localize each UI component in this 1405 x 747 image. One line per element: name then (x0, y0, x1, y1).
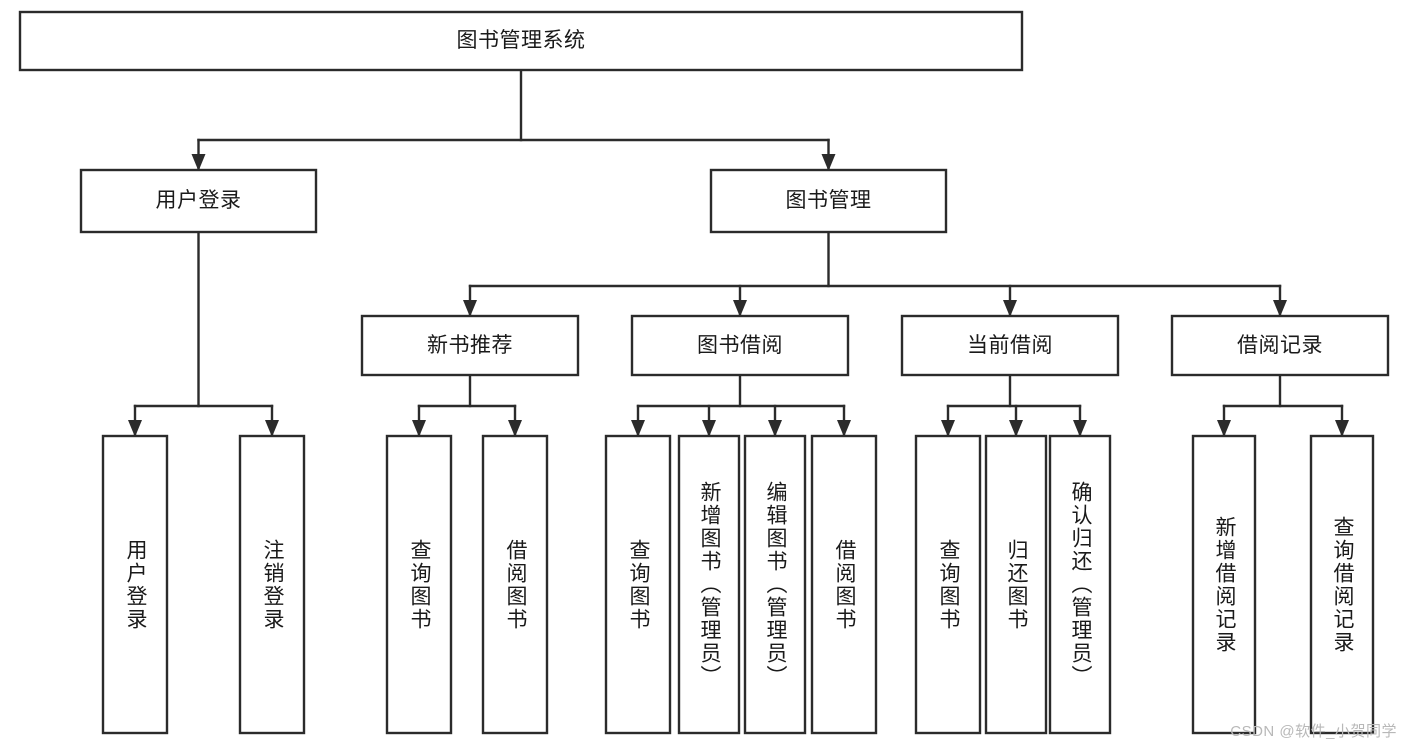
arrow-leaf-query-book-2 (631, 420, 645, 437)
node-box-book-borrow[interactable] (630, 314, 850, 377)
node-box-borrow-record[interactable] (1170, 314, 1390, 377)
node-box-leaf-borrow-book-2[interactable] (810, 434, 878, 735)
boxes-layer (18, 10, 1390, 735)
arrow-leaf-add-record (1217, 420, 1231, 437)
arrow-leaf-edit-book (768, 420, 782, 437)
arrow-new-book-rec (463, 300, 477, 317)
arrow-book-manage (821, 154, 836, 171)
watermark: CSDN @软件_小贺同学 (1230, 723, 1397, 740)
node-box-leaf-logout[interactable] (238, 434, 306, 735)
node-box-current-borrow[interactable] (900, 314, 1120, 377)
node-box-new-book-rec[interactable] (360, 314, 580, 377)
node-box-leaf-return-book[interactable] (984, 434, 1048, 735)
arrow-book-borrow (733, 300, 747, 317)
node-box-leaf-query-book-1[interactable] (385, 434, 453, 735)
arrow-leaf-add-book (702, 420, 716, 437)
arrow-leaf-query-book-3 (941, 420, 955, 437)
node-box-leaf-query-book-2[interactable] (604, 434, 672, 735)
arrow-borrow-record (1273, 300, 1287, 317)
node-box-leaf-borrow-book-1[interactable] (481, 434, 549, 735)
node-box-leaf-edit-book[interactable] (743, 434, 807, 735)
arrow-leaf-return-book (1009, 420, 1023, 437)
arrow-leaf-borrow-book-2 (837, 420, 851, 437)
node-box-leaf-confirm-return[interactable] (1048, 434, 1112, 735)
arrow-current-borrow (1003, 300, 1017, 317)
arrow-leaf-borrow-book-1 (508, 420, 522, 437)
arrow-leaf-query-book-1 (412, 420, 426, 437)
arrow-leaf-query-record (1335, 420, 1349, 437)
node-box-leaf-user-login[interactable] (101, 434, 169, 735)
arrow-leaf-confirm-return (1073, 420, 1087, 437)
node-box-leaf-query-record[interactable] (1309, 434, 1375, 735)
node-box-root[interactable] (18, 10, 1024, 72)
edges-layer (128, 68, 1349, 437)
arrow-leaf-user-login (128, 420, 142, 437)
node-box-user-login[interactable] (79, 168, 318, 234)
node-box-leaf-query-book-3[interactable] (914, 434, 982, 735)
node-box-leaf-add-record[interactable] (1191, 434, 1257, 735)
arrow-user-login (191, 154, 206, 171)
node-box-leaf-add-book[interactable] (677, 434, 741, 735)
arrow-leaf-logout (265, 420, 279, 437)
node-box-book-manage[interactable] (709, 168, 948, 234)
